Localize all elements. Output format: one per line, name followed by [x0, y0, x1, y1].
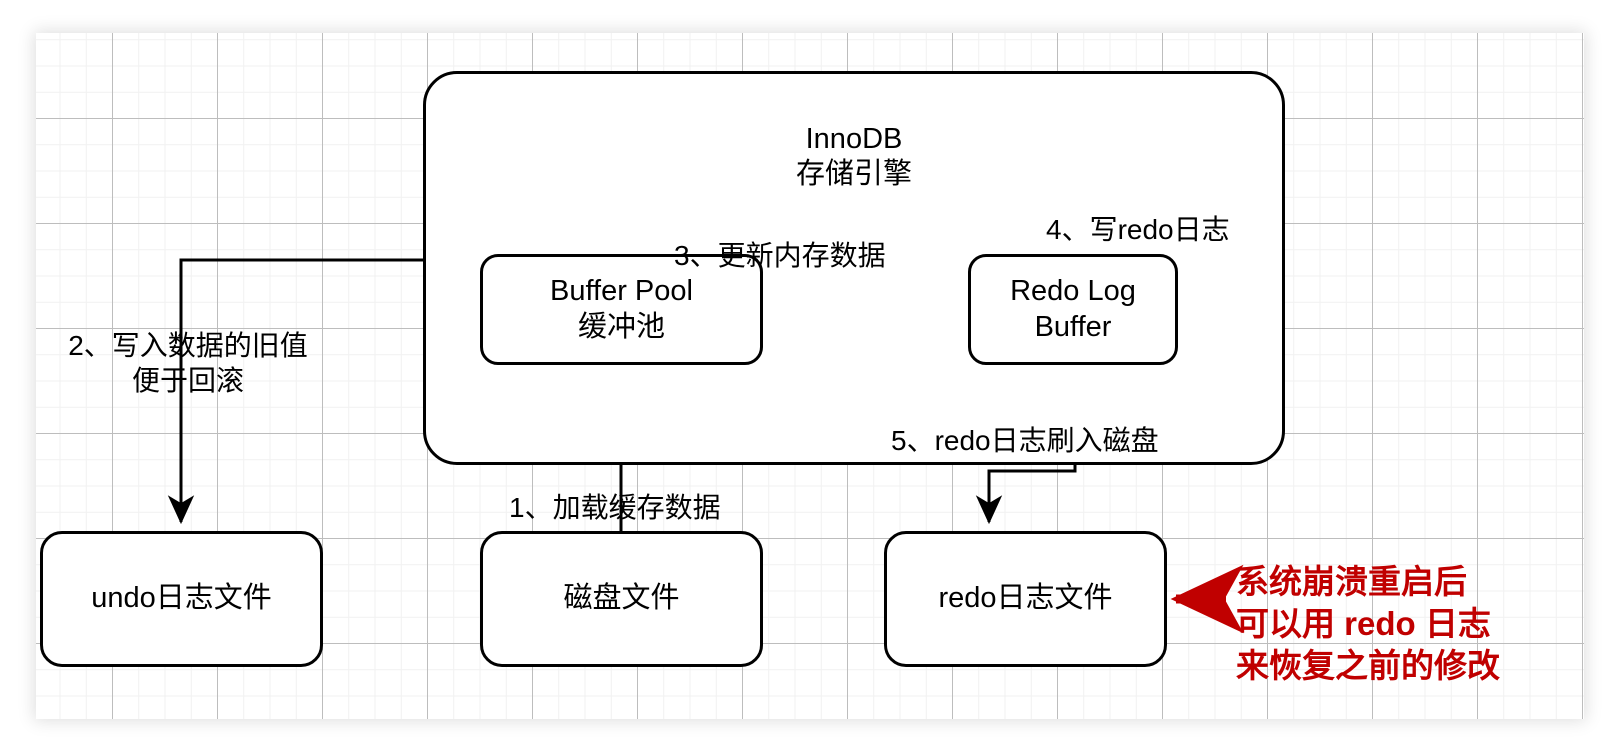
- step-3-label: 3、更新内存数据: [674, 240, 886, 271]
- buffer-pool-label-en: Buffer Pool: [550, 275, 693, 308]
- buffer-pool-label-zh: 缓冲池: [577, 310, 665, 343]
- grid-canvas: InnoDB 存储引擎 Buffer Pool 缓冲池 Redo Log Buf…: [36, 33, 1584, 719]
- node-redo-log-buffer: Redo Log Buffer: [968, 254, 1178, 365]
- engine-title-line2: 存储引擎: [795, 158, 912, 191]
- step-2-label-line2: 便于回滚: [131, 364, 244, 396]
- recovery-annotation: 系统崩溃重启后 可以用 redo 日志 来恢复之前的修改: [1236, 561, 1500, 687]
- undo-log-file-label: undo日志文件: [91, 582, 272, 615]
- recovery-annotation-line1: 系统崩溃重启后: [1236, 563, 1467, 600]
- redo-log-buffer-label-line1: Redo Log: [1010, 275, 1136, 308]
- node-disk-file: 磁盘文件: [480, 531, 763, 667]
- node-redo-log-file: redo日志文件: [884, 531, 1167, 667]
- node-undo-log-file: undo日志文件: [40, 531, 323, 667]
- step-1-label: 1、加载缓存数据: [509, 492, 721, 523]
- step-5-label: 5、redo日志刷入磁盘: [891, 425, 1159, 456]
- redo-log-file-label: redo日志文件: [938, 582, 1113, 615]
- step-2-label: 2、写入数据的旧值 便于回滚: [54, 329, 322, 398]
- recovery-annotation-line2: 可以用 redo 日志: [1236, 604, 1491, 642]
- redo-log-buffer-label-line2: Buffer: [1034, 310, 1112, 343]
- recovery-annotation-line3: 来恢复之前的修改: [1236, 646, 1500, 684]
- step-4-label: 4、写redo日志: [1046, 214, 1230, 245]
- step-2-label-line1: 2、写入数据的旧值: [68, 330, 308, 361]
- disk-file-label: 磁盘文件: [563, 582, 680, 615]
- engine-title-line1: InnoDB: [805, 123, 903, 155]
